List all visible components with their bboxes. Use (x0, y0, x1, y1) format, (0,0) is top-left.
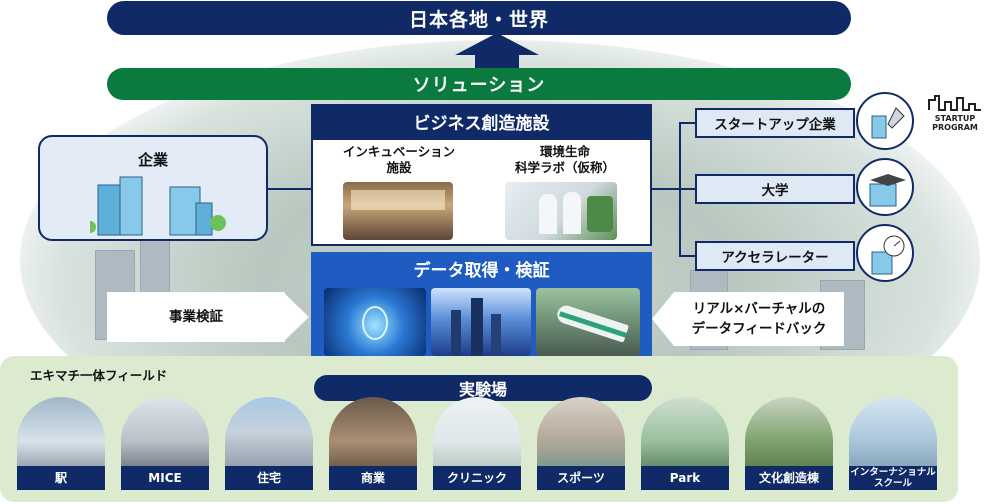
incubation-label-line2: 施設 (386, 160, 412, 175)
lab-label-line1: 環境生命 (539, 144, 590, 159)
tile-label-line1: インターナショナル (850, 467, 936, 478)
experiment-site-pill: 実験場 (314, 375, 652, 401)
tile-sports: スポーツ (537, 397, 625, 490)
business-verification-card: 事業検証 (107, 292, 285, 342)
startup-logo-line1: STARTUP (934, 114, 976, 123)
tile-park: Park (641, 397, 729, 490)
tile-label: インターナショナル スクール (849, 466, 937, 490)
feedback-line1: リアル×バーチャルの (692, 301, 826, 317)
up-arrow-icon (455, 33, 539, 71)
tile-label: 商業 (329, 466, 417, 490)
rocket-icon (856, 92, 914, 150)
city-data-photo (431, 288, 531, 356)
top-banner: 日本各地・世界 (107, 1, 851, 35)
tile-label: クリニック (433, 466, 521, 490)
tile-label: 駅 (17, 466, 105, 490)
incubation-label: インキュベーション 施設 (319, 144, 479, 176)
connector-line (268, 188, 311, 190)
virtual-reality-photo (324, 288, 426, 356)
tile-label-line2: スクール (873, 478, 912, 489)
tile-international-school: インターナショナル スクール (849, 397, 937, 490)
lab-label-line2: 科学ラボ（仮称） (514, 160, 615, 175)
incubation-label-line1: インキュベーション (342, 144, 456, 159)
gauge-icon (856, 224, 914, 282)
tile-clinic: クリニック (433, 397, 521, 490)
train-photo (536, 288, 640, 356)
feedback-line2: データフィードバック (691, 321, 827, 337)
lab-photo (505, 182, 617, 240)
business-facility-title: ビジネス創造施設 (311, 104, 652, 138)
right-arrow-icon (283, 292, 309, 342)
tile-label: 文化創造棟 (745, 466, 833, 490)
solution-banner: ソリューション (107, 68, 851, 100)
tile-label: Park (641, 466, 729, 490)
startup-box: スタートアップ企業 (695, 108, 855, 138)
business-facility-panel: インキュベーション 施設 環境生命 科学ラボ（仮称） (311, 138, 652, 246)
left-arrow-icon (652, 292, 674, 346)
feedback-card: リアル×バーチャルの データフィードバック (674, 292, 844, 346)
data-title: データ取得・検証 (311, 252, 652, 284)
lab-label: 環境生命 科学ラボ（仮称） (485, 144, 645, 176)
tile-label: 住宅 (225, 466, 313, 490)
company-box: 企業 (38, 135, 268, 241)
tile-commerce: 商業 (329, 397, 417, 490)
tile-mice: MICE (121, 397, 209, 490)
tile-station: 駅 (17, 397, 105, 490)
graduation-cap-icon (856, 158, 914, 216)
university-box: 大学 (695, 174, 855, 204)
accelerator-box: アクセラレーター (695, 241, 855, 271)
connector-line (652, 188, 680, 190)
company-label: 企業 (137, 151, 168, 169)
tile-housing: 住宅 (225, 397, 313, 490)
tile-label: MICE (121, 466, 209, 490)
startup-program-logo: STARTUP PROGRAM (925, 92, 985, 154)
tile-culture: 文化創造棟 (745, 397, 833, 490)
office-buildings-icon (90, 176, 226, 236)
connector-line (679, 122, 695, 124)
startup-logo-line2: PROGRAM (932, 123, 978, 132)
connector-line (679, 255, 695, 257)
tile-label: スポーツ (537, 466, 625, 490)
field-label: エキマチ一体フィールド (30, 368, 168, 383)
skyline-logo-icon (928, 95, 981, 111)
connector-line (679, 188, 695, 190)
incubation-photo (343, 182, 453, 240)
